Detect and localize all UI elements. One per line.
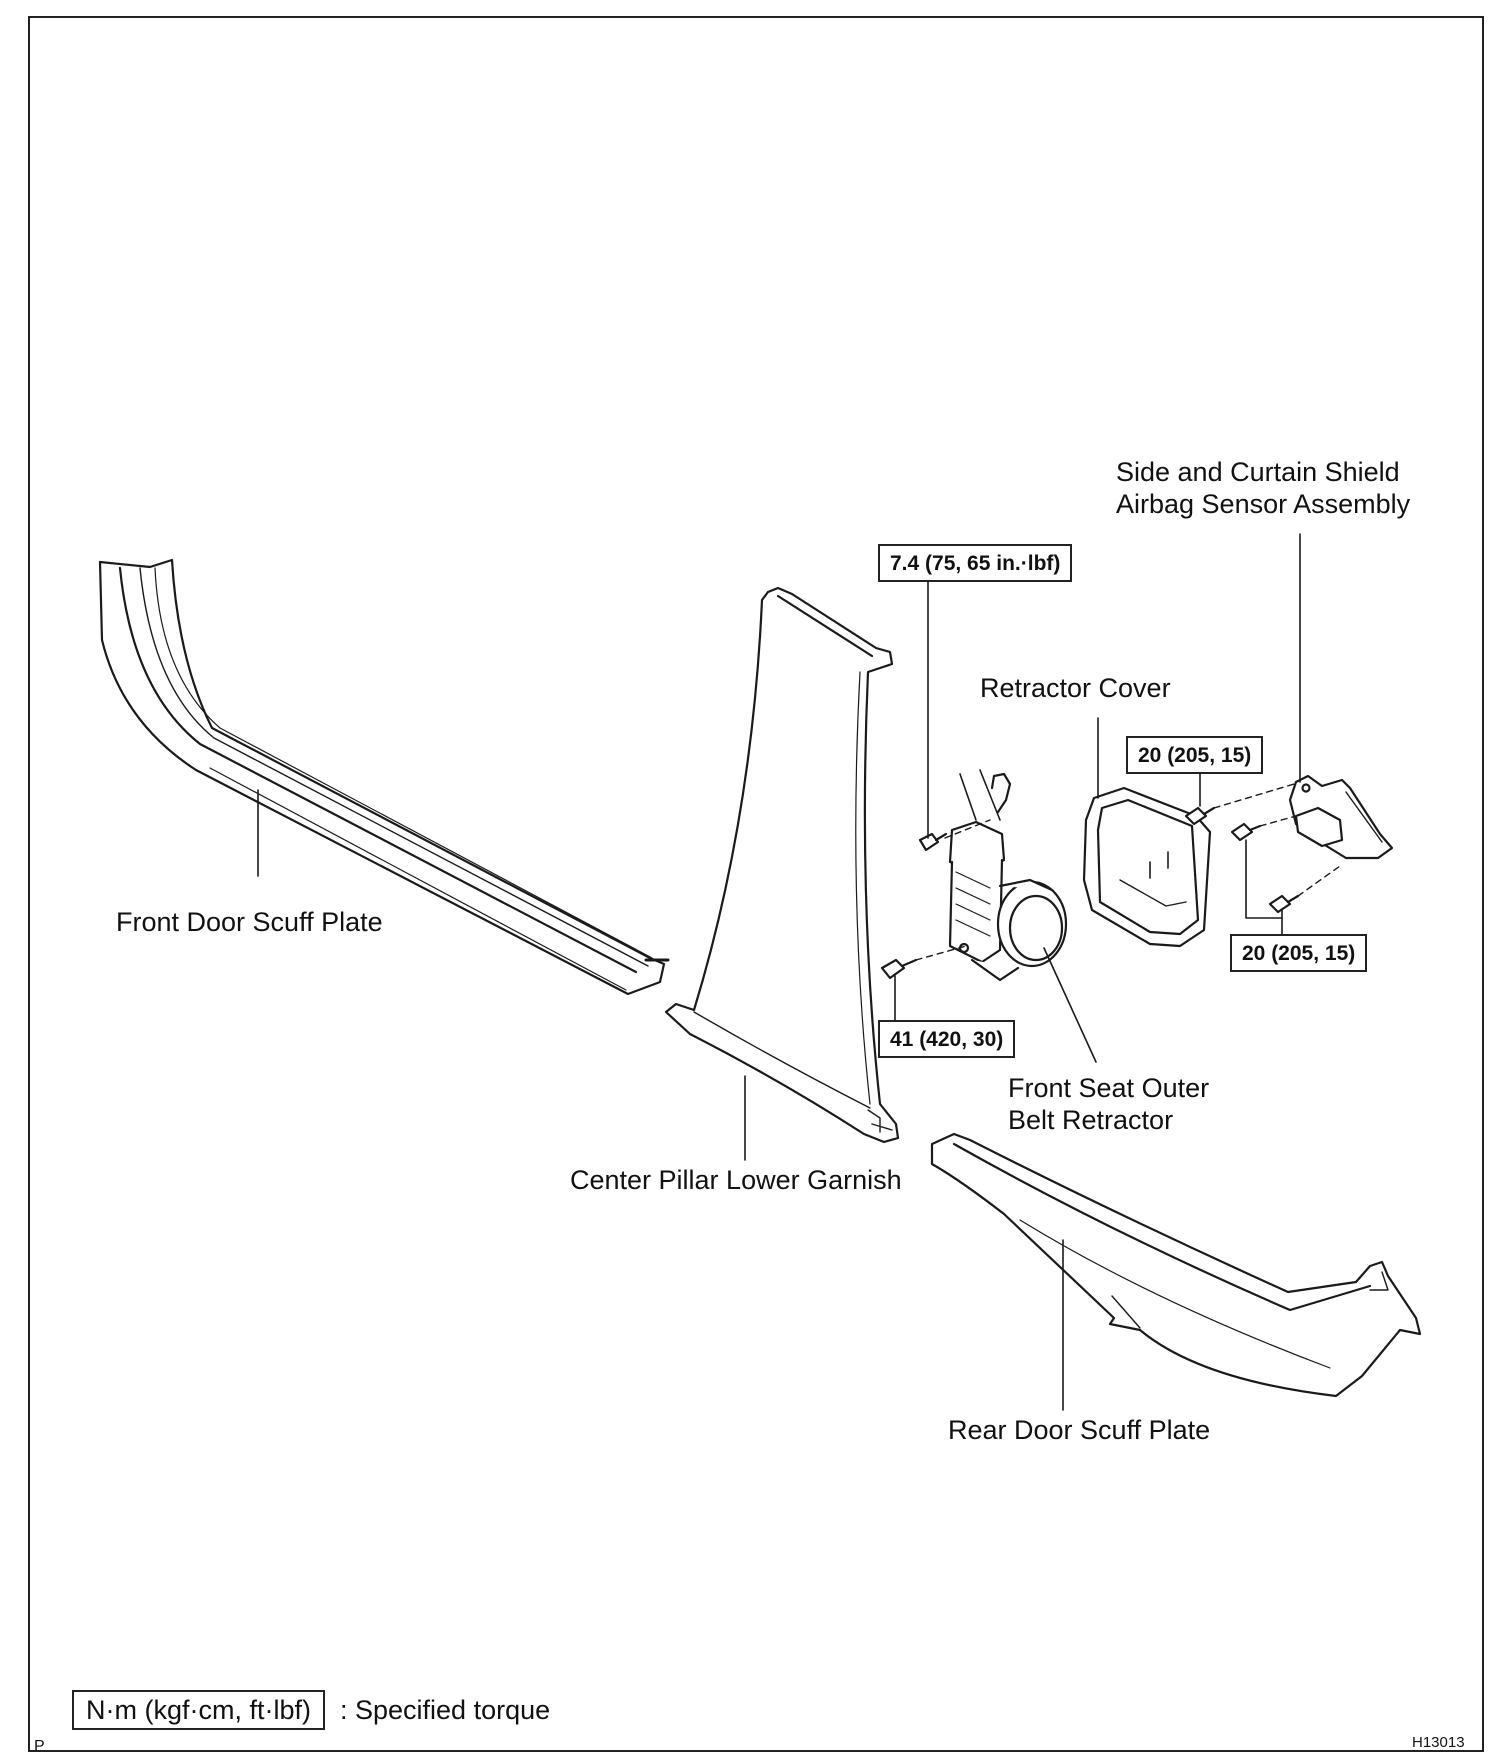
torque-sensor-lower: 20 (205, 15): [1230, 934, 1368, 972]
side-curtain-sensor-label-line1: Side and Curtain Shield: [1116, 457, 1400, 487]
retractor-cover-label: Retractor Cover: [980, 673, 1171, 703]
torque-retractor-lower: 41 (420, 30): [878, 1020, 1016, 1058]
retractor-lower-bolt: [880, 958, 918, 980]
torque-sensor-top: 20 (205, 15): [1126, 736, 1264, 774]
front-door-scuff-plate-label: Front Door Scuff Plate: [116, 907, 383, 937]
center-pillar-lower-garnish-drawing: [664, 586, 900, 1144]
leader-torque-lower-sensor: [1245, 839, 1283, 919]
legend-description: : Specified torque: [340, 1695, 551, 1725]
front-door-scuff-plate-drawing: [98, 558, 670, 996]
sensor-top-bolt: [1184, 806, 1216, 826]
retractor-top-bolt: [918, 832, 948, 852]
retractor-lower-bolt-axis: [915, 945, 967, 961]
sensor-middle-bolt-axis: [1259, 815, 1297, 827]
sensor-middle-bolt: [1230, 822, 1262, 842]
sensor-lower-bolt-axis: [1297, 865, 1341, 897]
legend-unit-box: N·m (kgf·cm, ft·lbf): [72, 1690, 325, 1730]
airbag-sensor-drawing: [1288, 774, 1394, 860]
side-curtain-sensor-label-line2: Airbag Sensor Assembly: [1116, 489, 1411, 519]
belt-retractor-label-line2: Belt Retractor: [1008, 1105, 1174, 1135]
retractor-cover-drawing: [1082, 786, 1212, 948]
torque-retractor-top: 7.4 (75, 65 in.·lbf): [878, 544, 1073, 582]
center-pillar-label: Center Pillar Lower Garnish: [570, 1165, 902, 1195]
sensor-top-bolt-axis: [1213, 783, 1295, 809]
figure-id: H13013: [1412, 1734, 1465, 1751]
leader-belt-retractor: [1043, 947, 1097, 1063]
corner-mark-left: P: [34, 1738, 45, 1755]
retractor-top-bolt-axis: [944, 819, 991, 839]
sensor-lower-bolt: [1268, 894, 1300, 914]
belt-retractor-drawing: [948, 769, 1068, 982]
rear-door-scuff-plate-label: Rear Door Scuff Plate: [948, 1415, 1211, 1445]
rear-door-scuff-plate-drawing: [930, 1132, 1422, 1398]
drawing-frame: [28, 16, 1484, 1752]
belt-retractor-label-line1: Front Seat Outer: [1008, 1073, 1210, 1103]
